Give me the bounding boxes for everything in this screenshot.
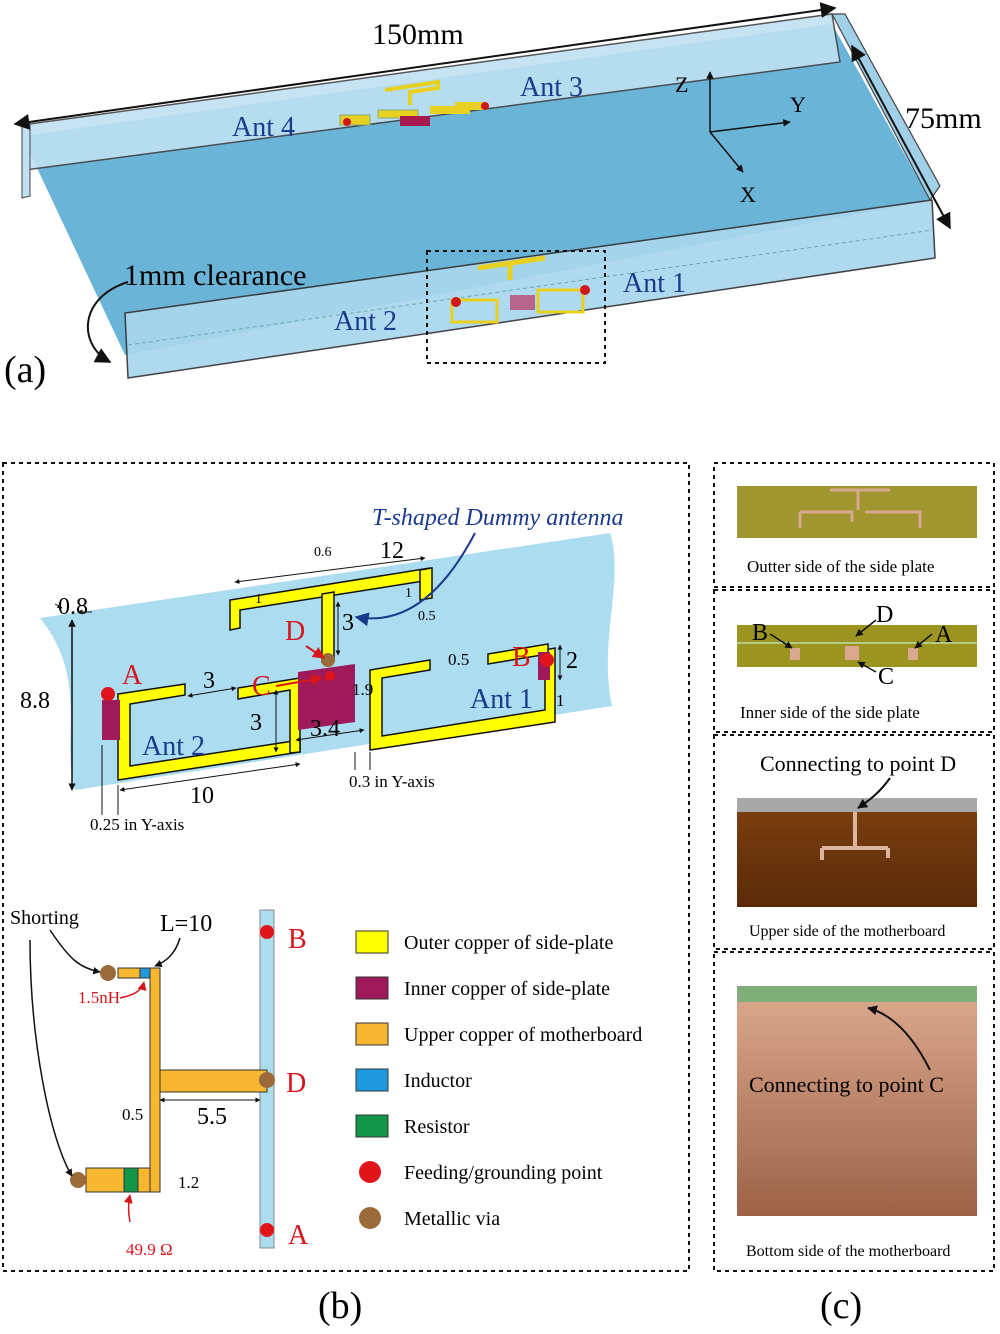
lower-point-b: B xyxy=(288,924,307,955)
ant-1-label: Ant 1 xyxy=(623,268,686,299)
legend-label-5: Feeding/grounding point xyxy=(404,1162,603,1184)
dim-1-b: 1 xyxy=(405,586,412,601)
legend-label-1: Inner copper of side-plate xyxy=(404,978,610,1000)
point-d-label: D xyxy=(285,616,305,647)
inner-point-a: A xyxy=(935,622,953,648)
inner-point-c: C xyxy=(878,664,894,690)
dim-3-4: 3.4 xyxy=(310,716,340,742)
front-side-plate xyxy=(124,199,936,379)
dim-75-arrow xyxy=(851,44,951,230)
inner-point-d: D xyxy=(876,602,893,628)
panel-a-label: (a) xyxy=(4,349,46,391)
dim-0-5-b: 0.5 xyxy=(448,650,469,669)
inductor-value: 1.5nH xyxy=(78,988,120,1007)
ant-2-label: Ant 2 xyxy=(334,306,397,337)
dim-0-5-a: 0.5 xyxy=(418,609,436,624)
dim-0-8: 0.8 xyxy=(58,594,88,620)
legend-swatch-4 xyxy=(355,1114,389,1138)
legend-swatch-3 xyxy=(355,1068,389,1092)
caption-upper-motherboard: Upper side of the motherboard xyxy=(749,923,945,940)
shorting-label: Shorting xyxy=(10,907,79,929)
axis-x-label: X xyxy=(740,182,756,207)
point-c-label: C xyxy=(252,671,271,702)
zoom-box xyxy=(426,250,606,364)
dim-1-2-lower: 1.2 xyxy=(178,1173,199,1192)
legend-swatch-1 xyxy=(355,976,389,1000)
feed-c xyxy=(325,671,335,681)
point-b-label: B xyxy=(512,642,531,673)
dim-8-8: 8.8 xyxy=(20,688,50,714)
dim-0-5-lower: 0.5 xyxy=(122,1105,143,1124)
lower-point-d: D xyxy=(286,1068,306,1099)
motherboard-schematic xyxy=(70,909,275,1249)
caption-outer-side: Outter side of the side plate xyxy=(747,557,934,576)
dummy-pointer-arrow xyxy=(354,532,476,627)
legend-swatch-6 xyxy=(359,1207,381,1229)
dim-5-5: 5.5 xyxy=(197,1104,227,1130)
dim-150mm: 150mm xyxy=(372,18,464,51)
dummy-antenna-title: T-shaped Dummy antenna xyxy=(372,505,624,531)
dim-75mm: 75mm xyxy=(905,102,982,135)
ant-1-2-traces xyxy=(450,255,590,324)
dim-0-3: 0.3 in Y-axis xyxy=(349,772,435,791)
lower-point-a: A xyxy=(288,1220,309,1251)
ant-4-label: Ant 4 xyxy=(232,112,295,143)
caption-bottom-motherboard: Bottom side of the motherboard xyxy=(746,1243,950,1260)
dim-12: 12 xyxy=(380,538,404,564)
legend-swatch-0 xyxy=(355,930,389,954)
axes-indicator: Z Y X xyxy=(675,71,806,207)
dim-1-a: 1 xyxy=(255,592,262,607)
panel-c: Outter side of the side plate B D A C In… xyxy=(713,462,995,1327)
panel-a: 150mm 75mm Z Y X Ant 4 Ant 3 Ant 2 Ant 1… xyxy=(4,2,982,391)
dim-3-a: 3 xyxy=(342,610,354,636)
dim-1-9: 1.9 xyxy=(352,680,373,699)
legend-swatch-2 xyxy=(355,1022,389,1046)
dim-2: 2 xyxy=(566,648,578,674)
dim-3-b: 3 xyxy=(203,668,215,694)
dim-3-c: 3 xyxy=(250,710,262,736)
ant-3-label: Ant 3 xyxy=(520,72,583,103)
axis-y-label: Y xyxy=(790,92,806,117)
dim-0-6: 0.6 xyxy=(314,545,332,560)
legend-label-4: Resistor xyxy=(404,1116,470,1138)
ant-1-trace xyxy=(369,643,556,751)
ant-2-label-b: Ant 2 xyxy=(142,731,205,762)
point-a-label: A xyxy=(122,660,143,691)
panel-b-label: (b) xyxy=(318,1285,362,1327)
left-side-plate xyxy=(21,124,31,199)
photo-bottom-motherboard xyxy=(737,1002,977,1216)
clearance-label: 1mm clearance xyxy=(124,259,306,292)
legend-label-6: Metallic via xyxy=(404,1208,500,1230)
l10-label: L=10 xyxy=(160,911,212,937)
inner-point-b: B xyxy=(752,620,768,646)
caption-inner-side: Inner side of the side plate xyxy=(740,703,920,722)
panel-b-frame xyxy=(2,462,690,1272)
legend-label-2: Upper copper of motherboard xyxy=(404,1024,642,1046)
panel-b: T-shaped Dummy antenna A B C D 0.8 8.8 0… xyxy=(2,462,690,1327)
dim-150-arrow xyxy=(13,2,837,130)
ant-1-label-b: Ant 1 xyxy=(470,684,533,715)
clearance-arrow xyxy=(86,281,129,363)
connect-d-label: Connecting to point D xyxy=(760,751,956,776)
legend-label-0: Outer copper of side-plate xyxy=(404,932,613,954)
dim-0-25: 0.25 in Y-axis xyxy=(90,815,184,834)
resistor-value: 49.9 Ω xyxy=(126,1240,173,1259)
dim-1-c: 1 xyxy=(556,691,565,710)
axis-z-label: Z xyxy=(675,72,688,97)
dim-10: 10 xyxy=(190,783,214,809)
legend-label-3: Inductor xyxy=(404,1070,472,1092)
panel-c-label: (c) xyxy=(820,1285,862,1327)
legend-swatch-5 xyxy=(359,1161,381,1183)
connect-c-label: Connecting to point C xyxy=(749,1072,944,1097)
via-d xyxy=(321,653,335,667)
